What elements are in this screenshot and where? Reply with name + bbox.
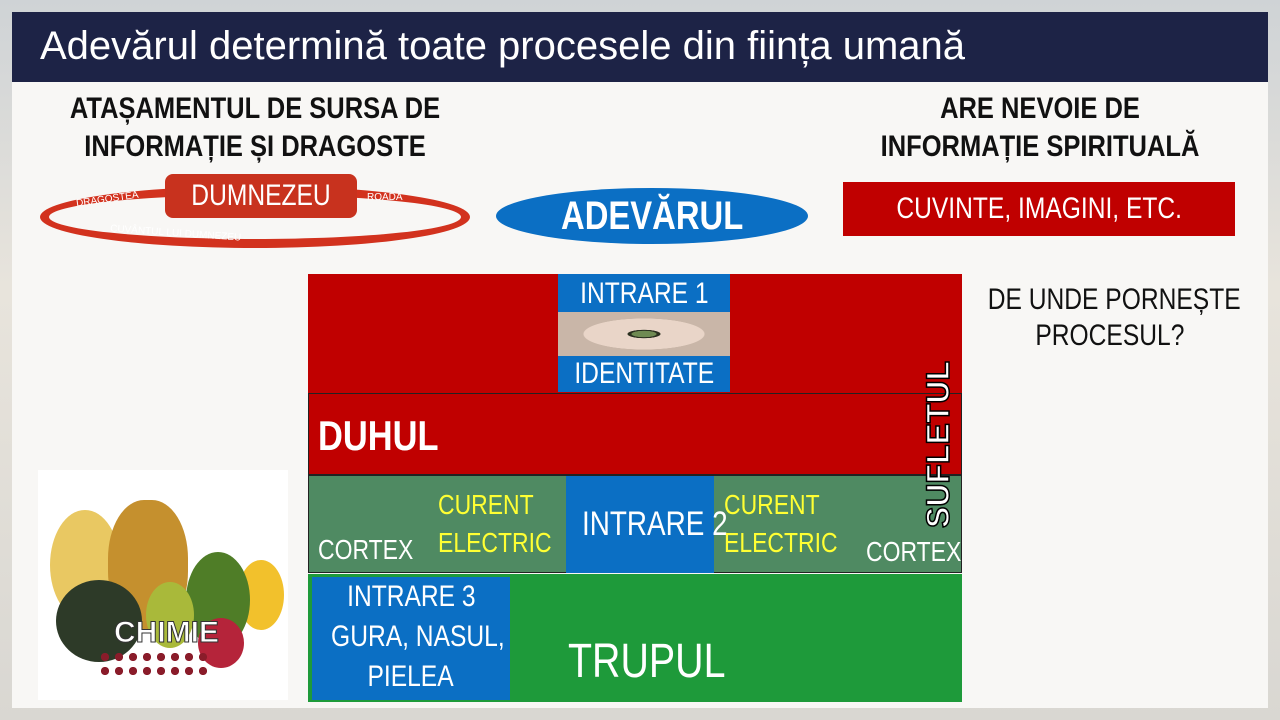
current-line: ELECTRIC xyxy=(438,527,552,558)
question-line: PROCESUL? xyxy=(1035,319,1185,352)
input1-box: INTRARE 1 IDENTITATE xyxy=(558,274,730,392)
cortex-right-label: CORTEX xyxy=(866,536,962,567)
truth-ellipse: ADEVĂRUL xyxy=(496,188,808,244)
grapes-shape xyxy=(98,650,208,680)
truth-label: ADEVĂRUL xyxy=(560,194,744,238)
chemistry-label: CHIMIE xyxy=(114,616,220,650)
left-heading-line: INFORMAȚIE ȘI DRAGOSTE xyxy=(84,130,426,163)
right-heading: ARE NEVOIE DE INFORMAȚIE SPIRITUALĂ xyxy=(836,90,1244,166)
current-line: CURENT xyxy=(438,489,534,520)
cortex-right: CORTEX xyxy=(866,536,982,568)
identity-label: IDENTITATE xyxy=(574,357,714,390)
current-line: CURENT xyxy=(724,489,820,520)
current-left: CURENT ELECTRIC xyxy=(438,486,576,562)
cortex-left-label: CORTEX xyxy=(318,534,414,565)
body-label: TRUPUL xyxy=(568,634,760,689)
input3-line: INTRARE 3 xyxy=(346,580,476,613)
input3-box: INTRARE 3 GURA, NASUL, PIELEA xyxy=(312,577,510,700)
input2-label: INTRARE 2 xyxy=(581,505,728,543)
spirit-block xyxy=(308,393,962,475)
left-heading-line: ATAȘAMENTUL DE SURSA DE xyxy=(69,92,441,125)
fruit-image: CHIMIE xyxy=(38,470,288,700)
question-line: DE UNDE PORNEȘTE xyxy=(987,283,1241,316)
current-right: CURENT ELECTRIC xyxy=(724,486,862,562)
slide-title: Adevărul determină toate procesele din f… xyxy=(12,12,1268,82)
left-heading: ATAȘAMENTUL DE SURSA DE INFORMAȚIE ȘI DR… xyxy=(26,90,485,166)
input1-label: INTRARE 1 xyxy=(579,277,709,310)
right-heading-line: INFORMAȚIE SPIRITUALĂ xyxy=(880,130,1200,163)
input3-line: PIELEA xyxy=(367,660,455,693)
spirit-text: DUHUL xyxy=(318,412,439,459)
words-images-label: CUVINTE, IMAGINI, ETC. xyxy=(896,192,1182,225)
right-heading-line: ARE NEVOIE DE xyxy=(940,92,1140,125)
acorn-squash-shape xyxy=(56,580,142,662)
current-line: ELECTRIC xyxy=(724,527,838,558)
input2-box: INTRARE 2 xyxy=(566,476,728,573)
eye-icon xyxy=(558,312,730,356)
fruit-label: ROADĂ xyxy=(367,192,403,203)
spirit-label: DUHUL xyxy=(318,412,465,460)
words-images-box: CUVINTE, IMAGINI, ETC. xyxy=(843,182,1235,236)
soul-label: SUFLETUL xyxy=(919,360,957,529)
body-text: TRUPUL xyxy=(568,635,726,688)
question: DE UNDE PORNEȘTE PROCESUL? xyxy=(960,282,1260,354)
god-label: DUMNEZEU xyxy=(191,179,331,212)
cortex-left: CORTEX xyxy=(318,534,434,566)
god-box: DUMNEZEU xyxy=(165,174,357,218)
pear-shape xyxy=(146,582,194,648)
input3-line: GURA, NASUL, xyxy=(331,620,505,653)
